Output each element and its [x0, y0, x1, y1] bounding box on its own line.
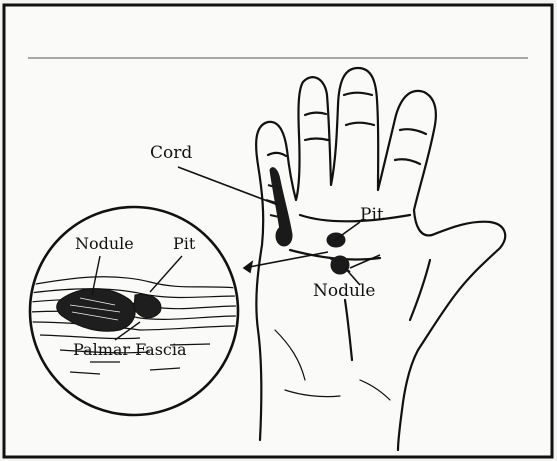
inset-nodule-label: Nodule	[75, 236, 134, 252]
nodule-label: Nodule	[313, 283, 375, 300]
pit-label: Pit	[360, 207, 384, 224]
inset-cross-section	[30, 207, 238, 415]
inset-pit-label: Pit	[173, 236, 195, 252]
inset-palmar-fascia-label: Palmar Fascia	[73, 342, 187, 358]
cord-label: Cord	[150, 145, 192, 162]
